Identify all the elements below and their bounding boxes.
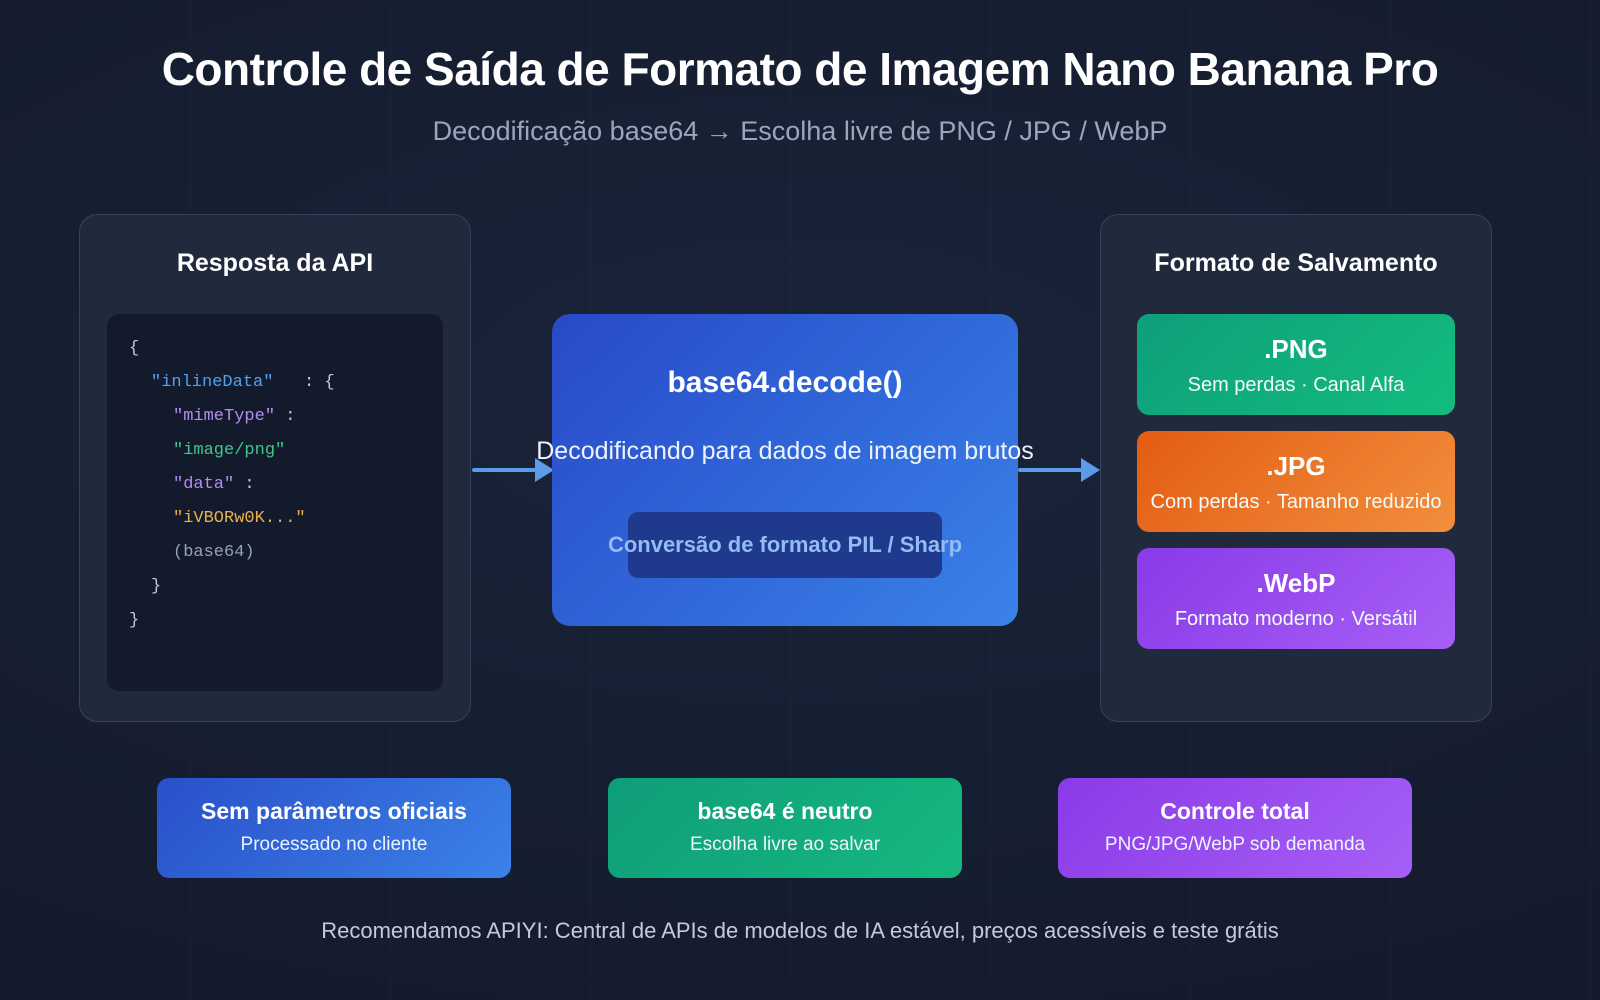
code-token: : — [275, 407, 296, 426]
decode-stage-badge: Conversão de formato PIL / Sharp — [608, 512, 962, 578]
code-token: "inlineData" — [151, 373, 274, 392]
code-line: } — [129, 578, 421, 595]
format-card-desc: Sem perdas · Canal Alfa — [1187, 374, 1405, 396]
summary-card-title: Controle total — [1160, 798, 1310, 824]
format-card-desc: Com perdas · Tamanho reduzido — [1150, 491, 1442, 513]
format-card-webp[interactable]: .WebP Formato moderno · Versátil — [1137, 548, 1455, 649]
code-token: "mimeType" — [173, 407, 276, 426]
code-line: "inlineData" : { — [129, 374, 421, 391]
decode-stage-box: base64.decode() Decodificando para dados… — [536, 314, 1034, 626]
code-token: (base64) — [173, 543, 255, 562]
format-card-desc: Formato moderno · Versátil — [1174, 608, 1418, 630]
json-code-block: { "inlineData" : { "mimeType" : "image/png"… — [107, 314, 443, 691]
format-card-png[interactable]: .PNG Sem perdas · Canal Alfa — [1137, 314, 1455, 415]
summary-card-subtitle: Escolha livre ao salvar — [689, 834, 881, 855]
code-line: "mimeType" : — [129, 408, 421, 425]
decode-stage-caption: Decodificando para dados de imagem bruto… — [536, 437, 1034, 465]
api-response-panel: Resposta da API { "inlineData" : { "mimeTy… — [79, 214, 471, 722]
header: Controle de Saída de Formato de Imagem N… — [0, 43, 1600, 147]
summary-card-subtitle: PNG/JPG/WebP sob demanda — [1104, 834, 1366, 855]
summary-card-base64-neutral[interactable]: base64 é neutro Escolha livre ao salvar — [608, 778, 962, 878]
code-line: "data" : — [129, 476, 421, 493]
code-token: "iVBORw0K..." — [173, 509, 306, 528]
arrow-head — [1081, 458, 1100, 482]
code-line: "iVBORw0K..." — [129, 510, 421, 527]
arrow-api-to-decode-icon — [472, 452, 554, 488]
page-subtitle: Decodificação base64 → Escolha livre de … — [432, 115, 1168, 146]
code-token: : — [234, 475, 255, 494]
summary-card-title: Sem parâmetros oficiais — [201, 798, 467, 824]
format-card-name: .WebP — [1256, 568, 1336, 598]
summary-card-no-official-params[interactable]: Sem parâmetros oficiais Processado no cl… — [157, 778, 511, 878]
footer-note: Recomendamos APIYI: Central de APIs de m… — [321, 918, 1279, 943]
page-title: Controle de Saída de Formato de Imagem N… — [161, 43, 1439, 95]
arrow-shaft — [1018, 468, 1082, 472]
format-card-name: .JPG — [1266, 451, 1326, 481]
format-card-name: .PNG — [1264, 334, 1328, 364]
code-token: : { — [273, 373, 335, 392]
format-card-jpg[interactable]: .JPG Com perdas · Tamanho reduzido — [1137, 431, 1455, 532]
code-token: "image/png" — [173, 441, 286, 460]
save-format-panel: Formato de Salvamento .PNG Sem perdas · … — [1100, 214, 1492, 722]
code-line: } — [129, 612, 421, 629]
decode-stage-title: base64.decode() — [667, 366, 903, 399]
api-response-panel-title: Resposta da API — [176, 249, 374, 277]
arrow-shaft — [472, 468, 536, 472]
summary-card-full-control[interactable]: Controle total PNG/JPG/WebP sob demanda — [1058, 778, 1412, 878]
code-line: "image/png" — [129, 442, 421, 459]
summary-card-title: base64 é neutro — [697, 798, 873, 824]
arrow-head — [535, 458, 554, 482]
code-token: } — [129, 611, 140, 630]
code-line: (base64) — [129, 544, 421, 561]
code-token: } — [151, 577, 162, 596]
code-token: { — [129, 339, 140, 358]
save-format-panel-title: Formato de Salvamento — [1154, 249, 1438, 277]
code-token: "data" — [173, 475, 235, 494]
code-line: { — [129, 340, 421, 357]
summary-card-subtitle: Processado no cliente — [240, 834, 428, 855]
decode-stage-badge-label: Conversão de formato PIL / Sharp — [607, 532, 963, 557]
arrow-decode-to-formats-icon — [1018, 452, 1100, 488]
